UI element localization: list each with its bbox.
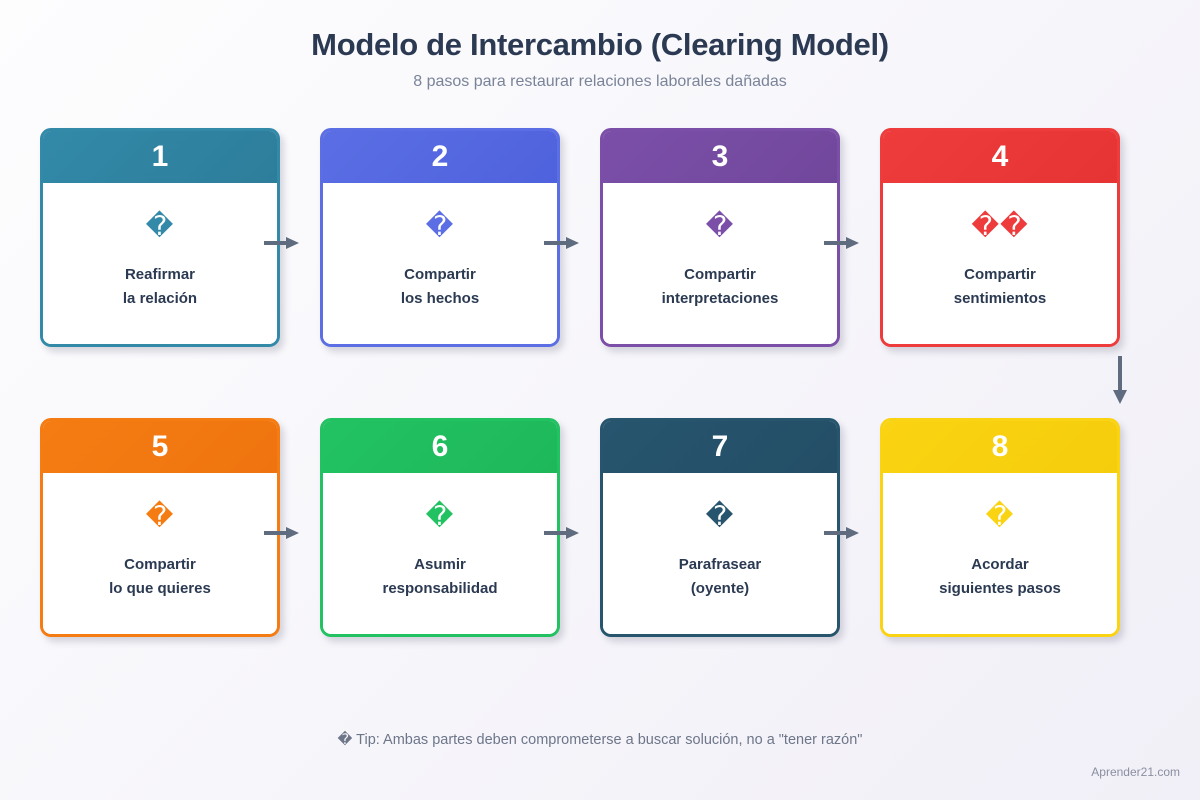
target-wants-icon: � [145,500,175,531]
page-header: Modelo de Intercambio (Clearing Model) 8… [0,0,1200,91]
step-number-7: 7 [711,430,729,463]
arrow-head [286,237,299,249]
step-card-3[interactable]: 3 � Compartir interpretaciones [600,128,840,347]
step-body-5: � Compartir lo que quieres [43,473,277,634]
step-body-1: � Reafirmar la relación [43,183,277,344]
step-label-1: Reafirmar la relación [122,266,198,307]
step-body-6: � Asumir responsabilidad [323,473,557,634]
arrow-head [286,527,299,539]
arrow-head [566,237,579,249]
step-label-7: Parafrasear (oyente) [678,556,762,597]
page-subtitle: 8 pasos para restaurar relaciones labora… [413,73,787,91]
step-number-badge-8: 8 [883,421,1117,473]
step-number-badge-6: 6 [323,421,557,473]
page-title: Modelo de Intercambio (Clearing Model) [311,27,889,62]
step-card-1[interactable]: 1 � Reafirmar la relación [40,128,280,347]
arrow-head [846,237,859,249]
arrow-shaft [1118,356,1122,392]
step-body-8: � Acordar siguientes pasos [883,473,1117,634]
step-label-2: Compartir los hechos [400,266,480,307]
step-number-3: 3 [711,140,729,173]
ear-listening-icon: � [705,500,735,531]
arrow-head [846,527,859,539]
heart-feelings-icon: �� [971,210,1029,241]
step-number-2: 2 [431,140,449,173]
step-number-badge-2: 2 [323,131,557,183]
step-number-badge-7: 7 [603,421,837,473]
footer-tip: � Tip: Ambas partes deben comprometerse … [337,732,863,748]
step-card-8[interactable]: 8 � Acordar siguientes pasos [880,418,1120,637]
steps-row-2: 5 � Compartir lo que quieres 6 � Asumir … [0,418,1200,643]
arrow-down-icon-4-to-8 [1113,356,1127,408]
step-card-6[interactable]: 6 � Asumir responsabilidad [320,418,560,637]
responsibility-icon: � [425,500,455,531]
steps-row-1: 1 � Reafirmar la relación 2 � Compartir … [0,128,1200,404]
step-label-8: Acordar siguientes pasos [939,556,1061,597]
step-number-8: 8 [991,430,1009,463]
step-number-1: 1 [151,140,169,173]
step-number-5: 5 [151,430,169,463]
step-card-7[interactable]: 7 � Parafrasear (oyente) [600,418,840,637]
step-body-3: � Compartir interpretaciones [603,183,837,344]
brand-watermark: Aprender21.com [1091,765,1180,779]
document-facts-icon: � [425,210,455,241]
checklist-steps-icon: � [985,500,1015,531]
step-number-badge-4: 4 [883,131,1117,183]
handshake-icon: � [145,210,175,241]
step-card-2[interactable]: 2 � Compartir los hechos [320,128,560,347]
step-number-4: 4 [991,140,1009,173]
step-body-7: � Parafrasear (oyente) [603,473,837,634]
step-card-5[interactable]: 5 � Compartir lo que quieres [40,418,280,637]
step-body-2: � Compartir los hechos [323,183,557,344]
step-label-3: Compartir interpretaciones [661,266,779,307]
arrow-head [566,527,579,539]
step-number-badge-3: 3 [603,131,837,183]
step-label-5: Compartir lo que quieres [109,556,211,597]
step-number-badge-5: 5 [43,421,277,473]
step-number-6: 6 [431,430,449,463]
step-body-4: �� Compartir sentimientos [883,183,1117,344]
step-card-4[interactable]: 4 �� Compartir sentimientos [880,128,1120,347]
step-label-6: Asumir responsabilidad [382,556,498,597]
thought-bubble-icon: � [705,210,735,241]
arrow-head [1113,390,1127,404]
steps-board: 1 � Reafirmar la relación 2 � Compartir … [0,128,1200,708]
step-number-badge-1: 1 [43,131,277,183]
step-label-4: Compartir sentimientos [953,266,1047,307]
